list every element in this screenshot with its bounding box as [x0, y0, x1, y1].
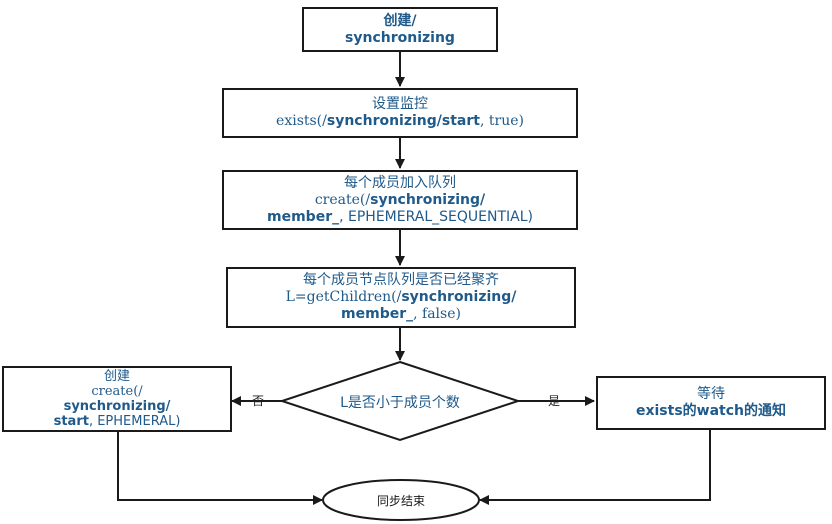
step-create-start: 创建 create(/ synchronizing/ start, EPHEME… [2, 366, 232, 432]
step4-code-line1: L=getChildren(/synchronizing/ [285, 289, 517, 305]
left-code-line3: start, EPHEMERAL) [53, 414, 181, 429]
step1-title: 创建/ [383, 12, 417, 29]
step-check-queue: 每个成员节点队列是否已经聚齐 L=getChildren(/synchroniz… [226, 267, 576, 328]
step4-code-line2: member_, false) [341, 306, 461, 322]
step-join-queue: 每个成员加入队列 create(/synchronizing/ member_,… [222, 170, 578, 230]
no-label: 否 [252, 394, 265, 408]
step4-title: 每个成员节点队列是否已经聚齐 [303, 272, 499, 288]
step2-title: 设置监控 [372, 96, 428, 112]
step-create-synchronizing: 创建/ synchronizing [302, 7, 498, 52]
end-text: 同步结束 [376, 494, 425, 508]
step1-path: synchronizing [345, 29, 455, 46]
step3-title: 每个成员加入队列 [344, 174, 456, 191]
left-title: 创建 [103, 369, 130, 384]
connector-left-end [117, 432, 323, 505]
connector-right-end [479, 430, 711, 505]
step-wait-watch: 等待 exists的watch的通知 [596, 376, 826, 430]
step3-code-line1: create(/synchronizing/ [314, 191, 486, 208]
left-code-line1: create(/ [91, 384, 143, 399]
step2-code: exists(/synchronizing/start, true) [276, 113, 524, 129]
step-set-watch: 设置监控 exists(/synchronizing/start, true) [222, 88, 578, 138]
decision-diamond [278, 360, 522, 442]
right-desc: exists的watch的通知 [635, 403, 787, 419]
step3-code-line2: member_, EPHEMERAL_SEQUENTIAL) [267, 208, 533, 225]
right-title: 等待 [697, 386, 725, 402]
decision-text: L是否小于成员个数 [340, 395, 460, 411]
left-code-line2: synchronizing/ [63, 399, 171, 414]
end-oval [322, 479, 480, 521]
yes-label: 是 [548, 394, 561, 408]
